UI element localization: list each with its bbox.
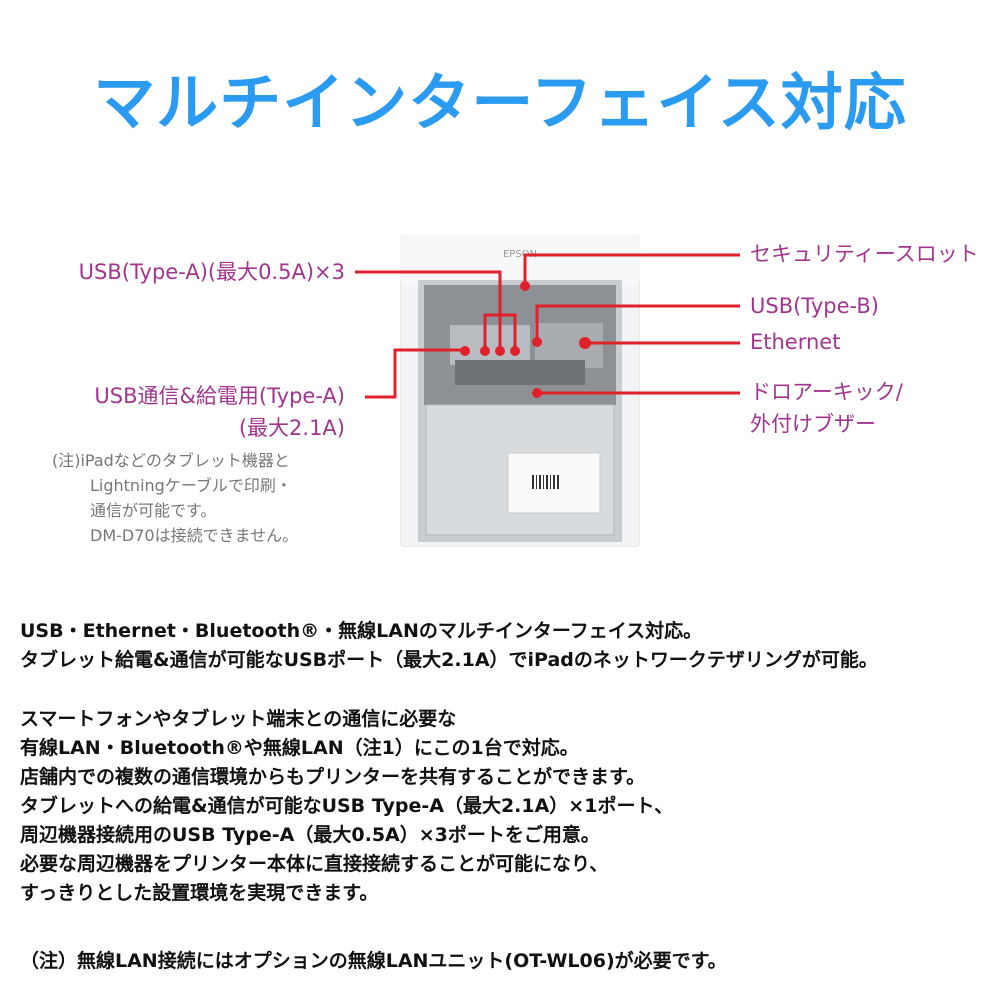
body-line: 周辺機器接続用のUSB Type-A（最大0.5A）×3ポートをご用意。 [20,824,600,846]
label-usb-type-b: USB(Type-B) [750,294,879,318]
body-line: タブレットへの給電&通信が可能なUSB Type-A（最大2.1A）×1ポート、 [20,795,674,817]
label-usb-power-line1: USB通信&給電用(Type-A) [94,384,345,408]
body-line: USB・Ethernet・Bluetooth®・無線LANのマルチインターフェイ… [20,620,703,642]
note-line: Lightningケーブルで印刷・ [90,476,292,495]
note-line: DM-D70は接続できません。 [90,526,299,545]
body-line: すっきりとした設置環境を実現できます。 [20,882,379,904]
footnote: （注）無線LAN接続にはオプションの無線LANユニット(OT-WL06)が必要で… [20,950,727,972]
body-line: 必要な周辺機器をプリンター本体に直接接続することが可能になり、 [20,853,609,875]
label-ethernet: Ethernet [750,330,841,354]
body-line: 店舗内での複数の通信環境からもプリンターを共有することができます。 [20,766,646,788]
label-drawer-kick-line1: ドロアーキック/ [750,380,903,404]
label-usb-type-a-x3: USB(Type-A)(最大0.5A)×3 [78,260,345,284]
epson-logo: EPSON [503,249,537,260]
body-line: 有線LAN・Bluetooth®や無線LAN（注1）にこの1台で対応。 [20,737,579,759]
page-title: マルチインターフェイス対応 [93,66,907,139]
note-line: 通信が可能です。 [90,501,217,520]
label-usb-power-line2: (最大2.1A) [238,416,345,440]
body-line: スマートフォンやタブレット端末との通信に必要な [20,708,457,730]
label-drawer-kick-line2: 外付けブザー [750,412,876,436]
note-line: (注)iPadなどのタブレット機器と [52,451,290,470]
label-security-slot: セキュリティースロット [750,242,979,266]
body-line: タブレット給電&通信が可能なUSBポート（最大2.1A）でiPadのネットワーク… [20,649,878,671]
